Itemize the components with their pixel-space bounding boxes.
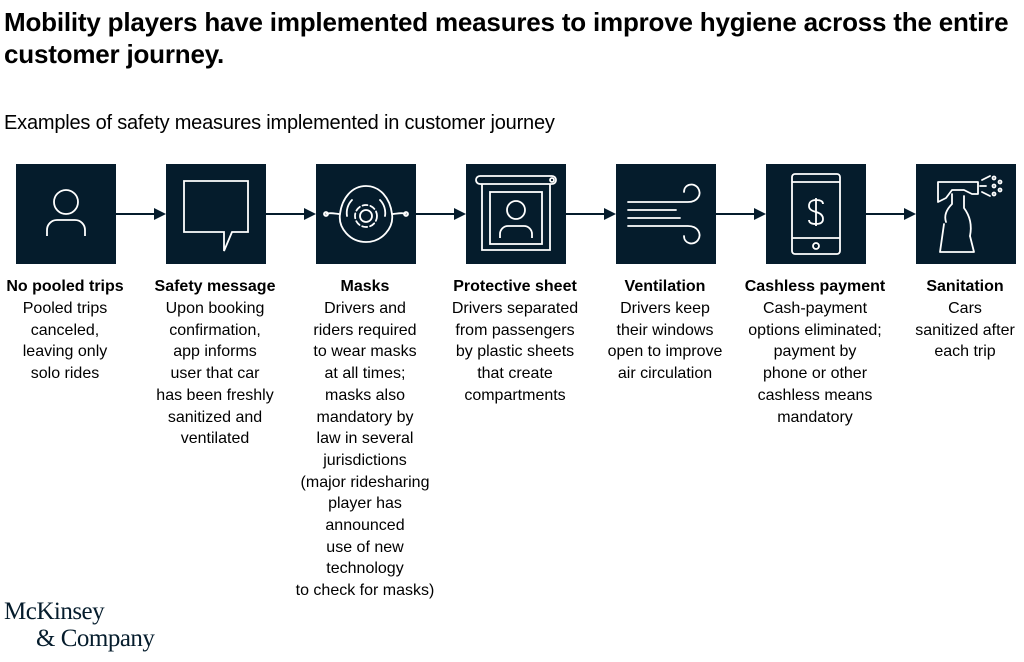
logo-line: McKinsey bbox=[4, 598, 105, 625]
step-title: No pooled trips bbox=[6, 278, 124, 295]
page-title: Mobility players have implemented measur… bbox=[4, 7, 1009, 69]
desc-line: to check for masks) bbox=[295, 582, 435, 600]
desc-line: by plastic sheets bbox=[455, 343, 575, 361]
desc-line: canceled, bbox=[30, 321, 100, 339]
desc-line: that create bbox=[477, 365, 553, 383]
person-icon bbox=[46, 189, 86, 236]
desc-line: solo rides bbox=[30, 365, 100, 383]
step-icon-box bbox=[466, 164, 566, 264]
desc-line: each trip bbox=[934, 343, 996, 361]
desc-line: has been freshly bbox=[156, 386, 274, 404]
step-description: Drivers separated from passengers by pla… bbox=[440, 298, 590, 407]
step-icon-box bbox=[16, 164, 116, 264]
step-description: Cash-payment options eliminated; payment… bbox=[740, 298, 890, 428]
phone-dollar-icon bbox=[791, 173, 841, 255]
desc-line: app informs bbox=[173, 343, 257, 361]
desc-line: riders required bbox=[313, 321, 417, 339]
desc-line: compartments bbox=[464, 386, 566, 404]
desc-line: cashless means bbox=[757, 386, 873, 404]
desc-line: Drivers and bbox=[324, 300, 406, 317]
desc-line: use of new technology bbox=[326, 538, 404, 578]
desc-line: Drivers keep bbox=[620, 300, 710, 317]
desc-line: confirmation, bbox=[169, 321, 261, 339]
arrow-connector bbox=[116, 208, 166, 220]
desc-line: sanitized and bbox=[167, 408, 263, 426]
logo-line: & Company bbox=[36, 625, 155, 652]
desc-line: phone or other bbox=[762, 365, 868, 383]
protective-sheet-icon bbox=[475, 175, 557, 251]
page-subtitle: Examples of safety measures implemented … bbox=[4, 112, 555, 134]
desc-line: user that car bbox=[170, 365, 260, 383]
arrow-connector bbox=[416, 208, 466, 220]
desc-line: Upon booking bbox=[165, 300, 265, 317]
speech-bubble-icon bbox=[183, 180, 249, 252]
step-title: Sanitation bbox=[926, 278, 1004, 295]
desc-line: payment by bbox=[773, 343, 857, 361]
desc-line: their windows bbox=[616, 321, 714, 339]
desc-line: sanitized after bbox=[915, 321, 1015, 339]
desc-line: (major ridesharing bbox=[300, 473, 430, 491]
mask-icon bbox=[323, 185, 409, 243]
desc-line: Drivers separated bbox=[451, 300, 579, 317]
desc-line: player has announced bbox=[325, 495, 405, 535]
desc-line: air circulation bbox=[617, 365, 713, 383]
step-icon-box bbox=[316, 164, 416, 264]
desc-line: from passengers bbox=[455, 321, 575, 339]
spray-bottle-icon bbox=[937, 175, 1003, 253]
arrow-connector bbox=[866, 208, 916, 220]
step-title: Protective sheet bbox=[453, 278, 577, 295]
step-description: Pooled trips canceled, leaving only solo… bbox=[0, 298, 140, 385]
step-icon-box bbox=[616, 164, 716, 264]
step-description: Upon booking confirmation, app informs u… bbox=[140, 298, 290, 450]
step-description: Drivers keep their windows open to impro… bbox=[590, 298, 740, 385]
desc-line: ventilated bbox=[180, 430, 250, 448]
step-description: Drivers and riders required to wear mask… bbox=[290, 298, 440, 602]
step-icon-box bbox=[766, 164, 866, 264]
step-icon-box bbox=[916, 164, 1016, 264]
arrow-connector bbox=[566, 208, 616, 220]
step-title: Safety message bbox=[154, 278, 276, 295]
wind-icon bbox=[627, 183, 701, 245]
mckinsey-logo: McKinsey & Company bbox=[4, 598, 155, 652]
customer-journey-flow: No pooled trips Pooled trips canceled, l… bbox=[0, 164, 1024, 599]
desc-line: mandatory bbox=[777, 408, 853, 426]
desc-line: masks also bbox=[324, 386, 406, 404]
step-icon-box bbox=[166, 164, 266, 264]
desc-line: to wear masks bbox=[313, 343, 417, 361]
arrow-connector bbox=[716, 208, 766, 220]
desc-line: law in several bbox=[316, 430, 414, 448]
desc-line: options eliminated; bbox=[748, 321, 882, 339]
desc-line: Pooled trips bbox=[22, 300, 108, 317]
arrow-connector bbox=[266, 208, 316, 220]
desc-line: open to improve bbox=[607, 343, 723, 361]
step-title: Cashless payment bbox=[744, 278, 886, 295]
desc-line: mandatory by bbox=[316, 408, 414, 426]
step-title: Masks bbox=[340, 278, 390, 295]
desc-line: jurisdictions bbox=[323, 451, 407, 469]
desc-line: Cars bbox=[948, 300, 982, 317]
step-title: Ventilation bbox=[624, 278, 706, 295]
step-description: Cars sanitized after each trip bbox=[890, 298, 1024, 363]
desc-line: leaving only bbox=[22, 343, 108, 361]
desc-line: at all times; bbox=[324, 365, 406, 383]
desc-line: Cash-payment bbox=[762, 300, 868, 317]
